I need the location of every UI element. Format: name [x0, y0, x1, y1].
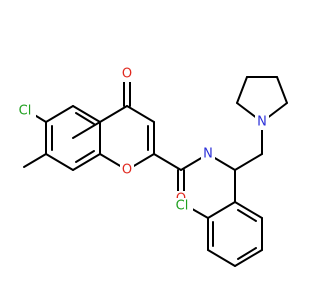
- chlorophenyl-ring: [186, 169, 263, 267]
- carbonyl-oxygen-label: O: [122, 67, 132, 82]
- cl-label-top: Cl: [19, 104, 32, 119]
- pyrrolidine-nitrogen-label: N: [257, 115, 267, 130]
- molecule-diagram: Cl O O O N N Cl: [14, 66, 288, 267]
- atom-cl-bottom: Cl: [171, 198, 193, 214]
- amide-group: [153, 153, 209, 192]
- atom-pyrrolidine-n: N: [255, 114, 269, 130]
- amide-nitrogen-label: N: [203, 147, 213, 162]
- atom-ring-o: O: [120, 162, 134, 178]
- ethyl-linker: [207, 153, 263, 171]
- structure-canvas: Cl O O O N N Cl: [14, 66, 288, 267]
- atom-carbonyl-o: O: [120, 66, 134, 82]
- benzo-ring: [45, 105, 101, 171]
- pyranone-ring: [99, 81, 155, 171]
- benzo-substituents: [23, 110, 47, 168]
- ring-oxygen-label: O: [122, 163, 132, 178]
- atom-cl-top: Cl: [14, 103, 36, 119]
- cl-label-bottom: Cl: [176, 199, 189, 214]
- atom-amide-n: N: [201, 146, 215, 162]
